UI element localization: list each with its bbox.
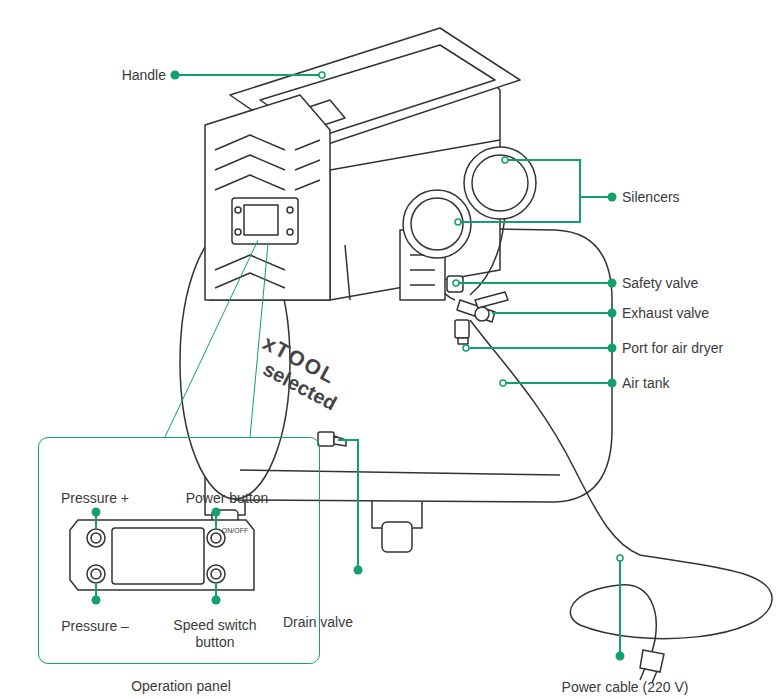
plug xyxy=(640,650,664,672)
illustration-part xyxy=(458,338,468,344)
illustration-part xyxy=(215,135,285,150)
illustration-part xyxy=(92,508,101,517)
illustration-part xyxy=(505,382,612,384)
illustration-part xyxy=(70,520,254,590)
illustration-part xyxy=(502,157,508,163)
illustration-part xyxy=(453,280,459,286)
compressor-body xyxy=(180,28,612,552)
illustration-part xyxy=(287,229,293,235)
part-label: Drain valve xyxy=(283,614,353,631)
part-label: Port for air dryer xyxy=(622,340,723,357)
illustration-part xyxy=(619,560,621,656)
button-label: Speed switch button xyxy=(160,617,270,651)
illustration-part xyxy=(240,470,560,475)
leader-lines xyxy=(96,75,620,656)
illustration-part xyxy=(608,309,617,318)
part-label: Handle xyxy=(122,67,166,84)
illustration-part xyxy=(608,344,617,353)
illustration-part xyxy=(112,528,204,584)
illustration-part xyxy=(403,190,471,258)
operation-panel-box: Pressure + Power buttonPressure – Speed sw… xyxy=(38,437,320,664)
illustration-part xyxy=(345,245,350,300)
part-label: Power cable (220 V) xyxy=(562,679,689,696)
illustration-part xyxy=(87,529,105,547)
illustration-part xyxy=(500,380,506,386)
illustration-part xyxy=(171,71,180,80)
illustration-part xyxy=(608,193,617,202)
panel-illustration xyxy=(70,520,254,590)
illustration-part xyxy=(165,240,258,437)
illustration-part xyxy=(492,312,612,314)
illustration-part xyxy=(232,198,298,244)
illustration-part xyxy=(354,566,363,575)
leader-ends xyxy=(319,72,623,561)
zoom-lines xyxy=(165,240,268,437)
part-label: Exhaust valve xyxy=(622,305,709,322)
illustration-part xyxy=(608,379,617,388)
illustration-part xyxy=(608,279,617,288)
illustration-part xyxy=(215,273,285,288)
illustration-part xyxy=(87,565,105,583)
illustration-part xyxy=(470,347,612,349)
illustration-part xyxy=(295,180,320,190)
illustration-part xyxy=(295,160,320,170)
illustration-part xyxy=(212,596,221,605)
illustration-part xyxy=(207,565,225,583)
button-label: Pressure + xyxy=(61,490,129,507)
illustration-part xyxy=(318,432,334,446)
button-label: Pressure – xyxy=(61,618,129,635)
illustration-part xyxy=(475,292,508,308)
part-label: Silencers xyxy=(622,189,680,206)
illustration-part xyxy=(458,282,612,284)
illustration-part xyxy=(455,320,469,338)
illustration-part xyxy=(211,569,221,579)
illustration-part xyxy=(91,533,101,543)
illustration-part xyxy=(235,207,241,213)
illustration-part xyxy=(295,140,320,150)
illustration-part xyxy=(212,508,221,517)
illustration-part xyxy=(215,155,285,170)
button-label: Power button xyxy=(186,490,269,507)
button-marking: ON/OFF xyxy=(222,527,248,535)
illustration-part xyxy=(460,160,612,222)
illustration-part xyxy=(215,175,285,190)
illustration-part xyxy=(287,207,293,213)
illustration-part xyxy=(411,198,463,250)
illustration-part xyxy=(244,205,278,235)
illustration-part xyxy=(616,652,625,661)
illustration-part xyxy=(338,440,358,570)
illustration-part xyxy=(211,533,221,543)
illustration-part xyxy=(382,522,412,552)
illustration-part xyxy=(319,72,325,78)
part-label: Air tank xyxy=(622,375,669,392)
power-cable xyxy=(470,320,772,652)
illustration-part xyxy=(617,555,623,561)
illustration-part xyxy=(92,596,101,605)
illustration-part xyxy=(205,95,330,300)
leader-dots xyxy=(92,71,625,661)
illustration-part xyxy=(475,307,489,321)
part-label: Safety valve xyxy=(622,275,698,292)
illustration-part xyxy=(472,155,528,211)
illustration-part xyxy=(455,219,461,225)
illustration-part xyxy=(235,229,241,235)
panel-caption: Operation panel xyxy=(131,678,231,695)
illustration-part xyxy=(175,74,320,76)
illustration-part xyxy=(91,569,101,579)
illustration-part xyxy=(464,147,536,219)
illustration-part xyxy=(463,345,469,351)
